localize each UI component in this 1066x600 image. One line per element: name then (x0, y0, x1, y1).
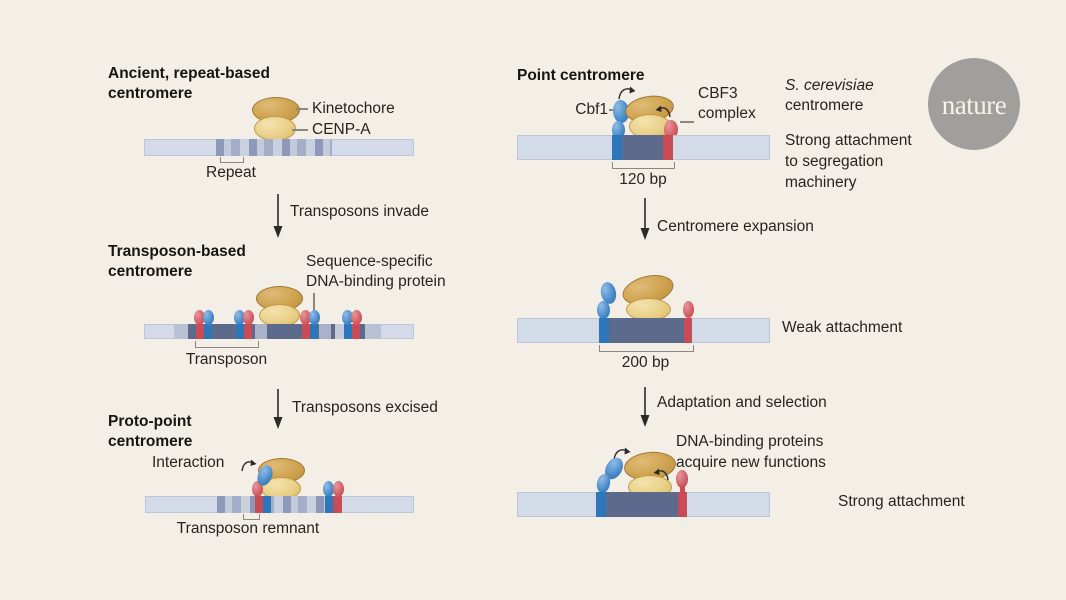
shade-band (319, 324, 331, 339)
cenpa-blob (254, 116, 296, 141)
red-protein-stem (302, 324, 310, 339)
red-protein-head (333, 481, 344, 497)
chromosome-bar-ancient (144, 139, 414, 156)
blue-protein-stem (310, 324, 318, 339)
attachment-note: Strong attachment to segregation machine… (785, 132, 912, 191)
centromere-region (612, 135, 673, 160)
bp-label: 200 bp (621, 354, 670, 371)
cbf1-protein-lower (612, 121, 625, 139)
weak-attachment-note: Weak attachment (782, 319, 903, 336)
cenpa-label: CENP-A (312, 121, 371, 138)
cbf1-binding-site (599, 318, 609, 343)
chromosome-bar-expanded (517, 318, 770, 343)
chromosome-bar-proto-point (145, 463, 414, 513)
shade-band (255, 324, 267, 339)
curved-arrow-icon (655, 105, 671, 118)
down-arrow-icon (640, 387, 650, 427)
down-arrow-icon (273, 194, 283, 238)
transposon-remnant-label: Transposon remnant (176, 520, 320, 537)
transposon-label: Transposon (185, 351, 268, 368)
arrow-label-transposons-invade: Transposons invade (290, 203, 430, 220)
blue-protein-stem (204, 324, 212, 339)
repeat-bracket (220, 157, 244, 163)
cenpa-pointer-line (292, 129, 308, 131)
chromosome-bar-adapted (517, 492, 770, 517)
blue-protein-head (323, 481, 334, 497)
nature-logo: nature (928, 58, 1020, 150)
cbf1-label: Cbf1 (575, 101, 608, 118)
repeat-label: Repeat (206, 164, 256, 181)
cbf3-complex-label: CBF3 complex (698, 85, 756, 122)
cbf3-binding-site (684, 318, 692, 343)
cbf3-binding-site (663, 135, 673, 160)
section-title-point-centromere: Point centromere (517, 67, 645, 84)
red-protein-head (300, 310, 311, 325)
blue-protein-head (342, 310, 353, 325)
arrow-label-transposons-excised: Transposons excised (292, 399, 438, 416)
bp-label: 120 bp (619, 171, 667, 188)
cbf3-binding-site (678, 492, 687, 517)
red-protein-stem (333, 496, 342, 513)
repeat-region (217, 496, 330, 513)
blue-protein-stem (344, 324, 352, 339)
red-protein-head (252, 481, 263, 497)
red-protein-head (351, 310, 362, 325)
red-protein-head (243, 310, 254, 325)
blue-protein-head (234, 310, 245, 325)
cbf3-pointer-line (680, 121, 694, 123)
red-protein-stem (352, 324, 360, 339)
section-title-transposon-based: Transposon-based centromere (108, 243, 246, 280)
transposon-bracket (195, 341, 259, 348)
repeat-region (216, 139, 332, 156)
centromere-region (599, 318, 692, 343)
centromere-region (605, 492, 682, 517)
chromosome-bar-point (517, 135, 770, 160)
kinetochore-pointer-line (296, 108, 308, 110)
blue-protein-stem (263, 496, 271, 513)
cbf3-protein (676, 470, 688, 488)
shade-band (365, 324, 381, 339)
arrow-label-adaptation-selection: Adaptation and selection (657, 394, 827, 411)
strong-attachment-note: Strong attachment (838, 493, 965, 510)
red-protein-stem (244, 324, 252, 339)
curved-arrow-icon (653, 468, 669, 481)
cbf1-protein-lower (597, 301, 610, 319)
blue-protein-stem (325, 496, 333, 513)
dna-binding-protein-label: Sequence-specific DNA-binding protein (306, 253, 446, 290)
cbf3-protein (664, 120, 678, 139)
blue-protein-head (309, 310, 320, 325)
cbf3-protein (683, 301, 694, 318)
cbf1-binding-site (596, 492, 606, 517)
cbf1-binding-site (612, 135, 622, 160)
blue-protein-head (203, 310, 214, 325)
section-title-ancient: Ancient, repeat-based centromere (108, 65, 270, 102)
bp-bracket (612, 162, 675, 169)
nature-logo-text: nature (941, 90, 1007, 120)
new-functions-caption: DNA-binding proteins acquire new functio… (676, 433, 826, 471)
interaction-curved-arrow-icon (241, 459, 257, 472)
kinetochore-label: Kinetochore (312, 100, 395, 117)
shade-band (174, 324, 188, 339)
red-protein-head (194, 310, 205, 325)
curved-arrow-icon (618, 86, 636, 100)
blue-protein-stem (236, 324, 244, 339)
red-protein-stem (196, 324, 204, 339)
arrow-label-centromere-expansion: Centromere expansion (657, 218, 814, 235)
species-label: S. cerevisiae centromere (785, 77, 874, 114)
remnant-bracket (243, 514, 260, 520)
section-title-proto-point: Proto-point centromere (108, 413, 193, 450)
chromosome-bar-transposon (144, 310, 414, 339)
down-arrow-icon (273, 389, 283, 429)
down-arrow-icon (640, 198, 650, 240)
bp-bracket (599, 345, 694, 352)
interaction-label: Interaction (152, 454, 225, 471)
protein-pointer-line (313, 293, 315, 311)
cbf3-protein-stem (680, 486, 685, 493)
red-protein-stem (255, 496, 263, 513)
